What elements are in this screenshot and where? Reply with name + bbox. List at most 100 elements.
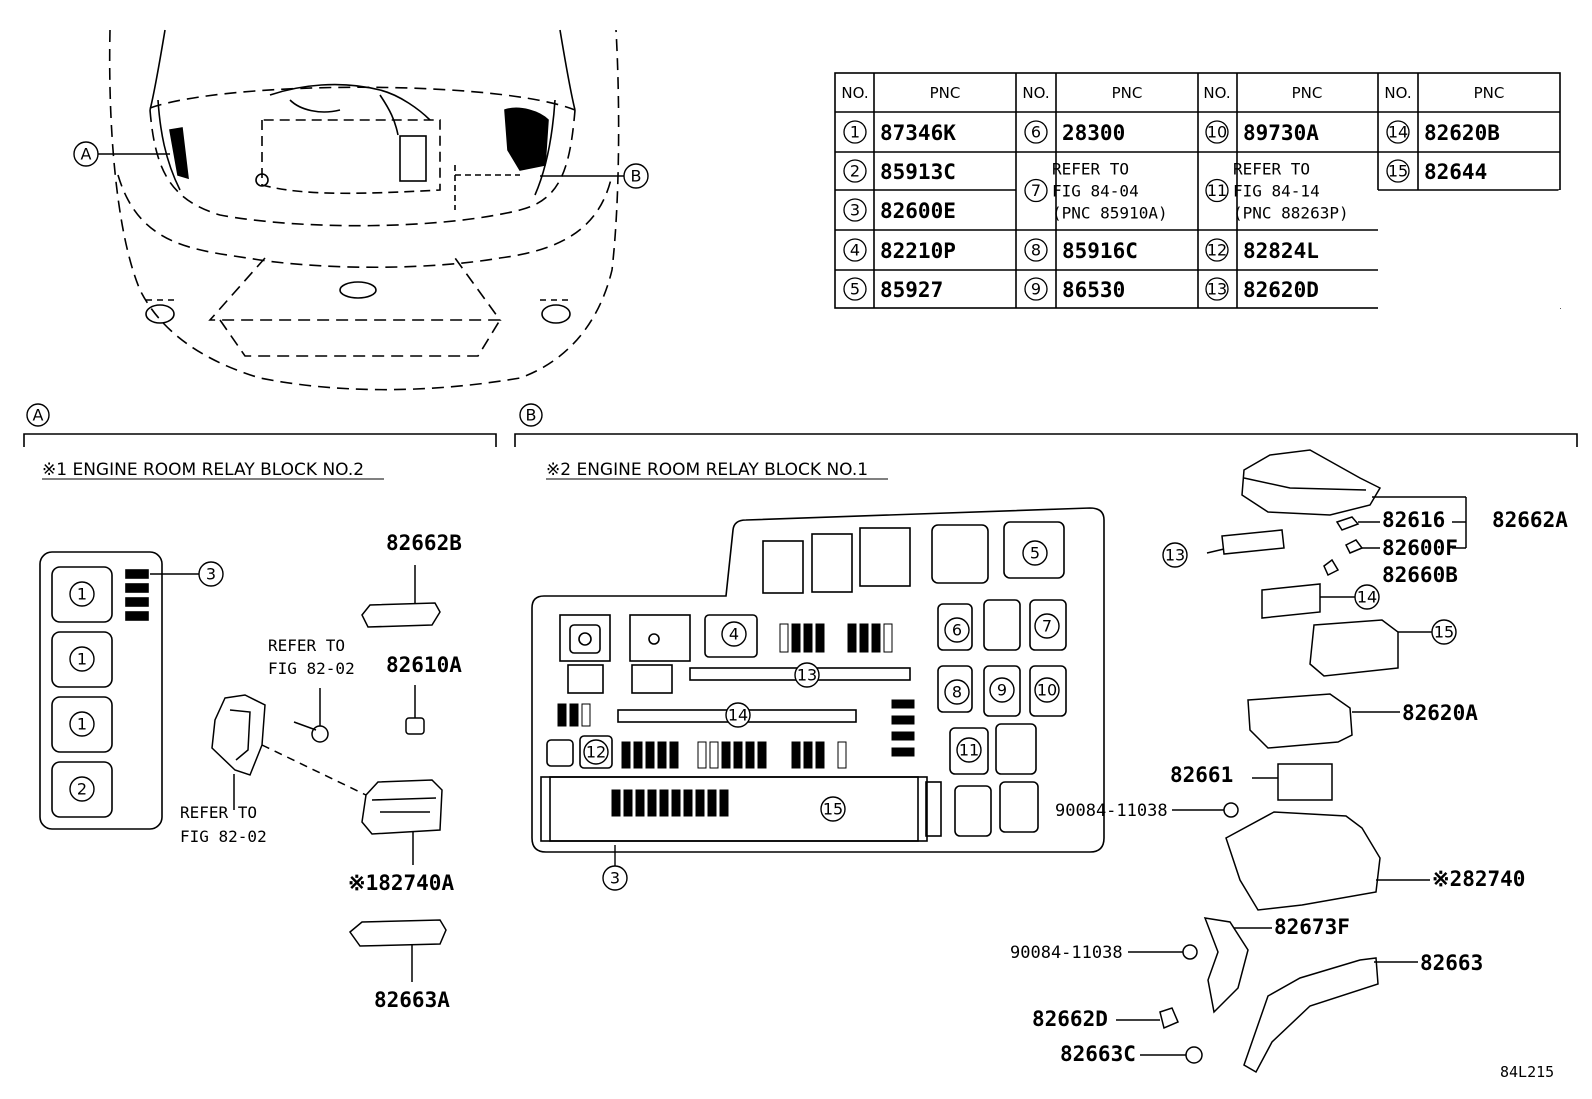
fuse bbox=[623, 789, 633, 817]
pnc-value: 85916C bbox=[1062, 239, 1138, 263]
block1-num-7: 7 bbox=[1042, 617, 1052, 636]
pnc-no-circle bbox=[1386, 120, 1410, 144]
pnc-no-circle bbox=[843, 120, 867, 144]
pnc-no: 5 bbox=[850, 280, 860, 299]
label-82662D: 82662D bbox=[1032, 1007, 1108, 1031]
fuse bbox=[707, 789, 717, 817]
fuse bbox=[891, 699, 915, 709]
pnc-value-line: FIG 84-04 bbox=[1052, 182, 1139, 201]
pnc-value: 85927 bbox=[880, 278, 943, 302]
pnc-value: 28300 bbox=[1062, 121, 1125, 145]
block1-num-circle bbox=[944, 679, 970, 705]
pnc-value: 87346K bbox=[880, 121, 956, 145]
section-b-callout: B bbox=[526, 406, 537, 425]
fuse bbox=[671, 789, 681, 817]
fuse bbox=[815, 623, 825, 653]
relay-block-no2 bbox=[39, 551, 224, 830]
pnc-no-circle bbox=[1205, 178, 1229, 203]
block1-num-14: 14 bbox=[728, 706, 748, 725]
fuse bbox=[709, 741, 719, 769]
block1-num-3: 3 bbox=[610, 869, 620, 888]
pnc-no: 9 bbox=[1031, 280, 1041, 299]
label-82660B: 82660B bbox=[1382, 563, 1458, 587]
section-a-header: A ※1 ENGINE ROOM RELAY BLOCK NO.2 bbox=[23, 403, 497, 480]
fuse-bars bbox=[557, 623, 915, 817]
pnc-no: 4 bbox=[850, 241, 860, 260]
label-82662B: 82662B bbox=[386, 531, 462, 555]
pnc-value-line: (PNC 88263P) bbox=[1233, 204, 1349, 223]
block1-num-circle bbox=[956, 737, 982, 763]
pnc-no: 7 bbox=[1031, 181, 1041, 200]
block1-num-circle bbox=[1034, 677, 1060, 703]
section-a-title: ※1 ENGINE ROOM RELAY BLOCK NO.2 bbox=[42, 460, 364, 480]
label-82740A: ※182740A bbox=[348, 871, 454, 895]
figure-code: 84L215 bbox=[1500, 1063, 1554, 1081]
block1-num-15: 15 bbox=[823, 800, 843, 819]
refer-to-2: REFER TO bbox=[180, 803, 257, 822]
callout-b-label: B bbox=[631, 167, 642, 186]
th-no-4: NO. bbox=[1384, 84, 1411, 102]
fuse bbox=[837, 741, 847, 769]
th-no-1: NO. bbox=[841, 84, 868, 102]
pnc-no-circle bbox=[843, 277, 867, 301]
block2-num-2: 2 bbox=[77, 780, 87, 799]
section-a-part-drawings bbox=[211, 565, 447, 982]
pnc-value: 82620B bbox=[1424, 121, 1500, 145]
fuse bbox=[721, 741, 731, 769]
pnc-no: 1 bbox=[850, 123, 860, 142]
pnc-value: 82644 bbox=[1424, 160, 1487, 184]
callout-a-label: A bbox=[81, 145, 92, 164]
label-82740: ※282740 bbox=[1432, 867, 1525, 891]
fuse bbox=[871, 623, 881, 653]
pnc-value: 86530 bbox=[1062, 278, 1125, 302]
th-pnc-2: PNC bbox=[1112, 84, 1143, 102]
pnc-no: 11 bbox=[1207, 181, 1227, 200]
pnc-value-line: FIG 84-14 bbox=[1233, 182, 1320, 201]
pnc-no-circle bbox=[843, 159, 867, 183]
fuse bbox=[557, 703, 567, 727]
fuse bbox=[669, 741, 679, 769]
pnc-no-circle bbox=[843, 238, 867, 262]
fuse bbox=[745, 741, 755, 769]
callout-15-part: 15 bbox=[1434, 623, 1454, 642]
pnc-table-headers: NO. PNC NO. PNC NO. PNC NO. PNC bbox=[841, 84, 1504, 102]
fuse bbox=[791, 741, 801, 769]
relay-block-no2-numbers: 1 1 1 2 3 bbox=[69, 565, 216, 802]
fuse bbox=[891, 715, 915, 725]
fuse bbox=[803, 741, 813, 769]
label-82610A: 82610A bbox=[386, 653, 462, 677]
th-pnc-3: PNC bbox=[1292, 84, 1323, 102]
label-82620A: 82620A bbox=[1402, 701, 1478, 725]
block1-num-12: 12 bbox=[586, 743, 606, 762]
pnc-no: 14 bbox=[1388, 123, 1408, 142]
pnc-value: 89730A bbox=[1243, 121, 1319, 145]
pnc-row-9: 9 86530 bbox=[1024, 277, 1125, 302]
callout-14-part: 14 bbox=[1357, 588, 1377, 607]
label-82661: 82661 bbox=[1170, 763, 1233, 787]
block1-num-5: 5 bbox=[1030, 544, 1040, 563]
pnc-value: 82620D bbox=[1243, 278, 1319, 302]
fuse bbox=[695, 789, 705, 817]
fuse bbox=[803, 623, 813, 653]
block2-num-1b: 1 bbox=[77, 650, 87, 669]
pnc-value-line: (PNC 85910A) bbox=[1052, 204, 1168, 223]
label-82673F: 82673F bbox=[1274, 915, 1350, 939]
fuse bbox=[859, 623, 869, 653]
pnc-row-5: 5 85927 bbox=[843, 277, 943, 302]
fuse bbox=[697, 741, 707, 769]
fuse bbox=[791, 623, 801, 653]
th-no-3: NO. bbox=[1203, 84, 1230, 102]
refer-to-2-fig: FIG 82-02 bbox=[180, 827, 267, 846]
label-82663C: 82663C bbox=[1060, 1042, 1136, 1066]
